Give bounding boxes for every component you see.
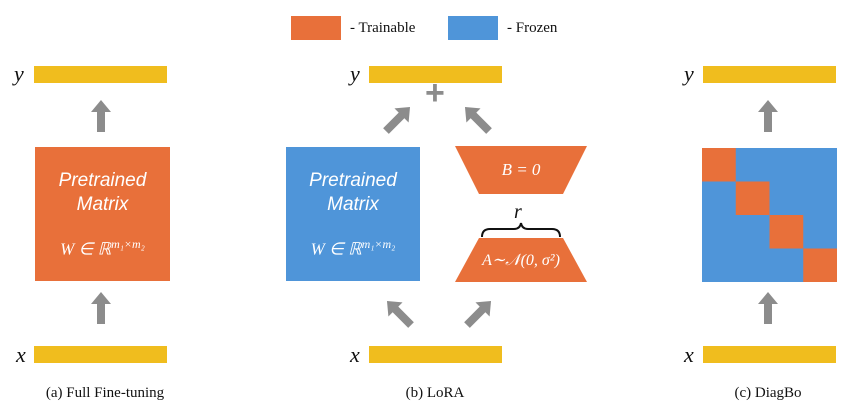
matrix-formula-b: W ∈ ℝm₁×m₂ [310,236,396,259]
diag-arrow-b-right [464,106,492,134]
matrix-formula-a: W ∈ ℝm₁×m₂ [60,236,145,259]
matrix-b-label: B = 0 [501,160,541,179]
diag-arrow-b-left [383,106,411,134]
diag-arrow-b-bottom-right [464,300,492,328]
input-var-a: x [16,342,26,367]
caption-b: (b) LoRA [405,385,465,401]
matrix-title-b-line1: Pretrained [309,169,397,191]
diag-block-2 [735,181,770,215]
matrix-a-trapezoid [455,238,587,282]
plus-sign: + [425,74,445,112]
output-var-c: y [684,61,694,86]
input-bar-b [369,346,502,363]
matrix-b-trapezoid [455,146,587,194]
diag-arrow-b-bottom-left [386,300,414,328]
pretrained-matrix-b: Pretrained Matrix W ∈ ℝm₁×m₂ [286,147,420,281]
input-bar-c [703,346,836,363]
caption-c: (c) DiagBo [734,385,802,401]
output-var-a: y [14,61,24,86]
output-bar-c [703,66,836,83]
matrix-title-b-line2: Matrix [327,193,379,215]
diag-block-4 [803,248,837,282]
diag-block-3 [769,215,804,249]
up-arrow-c-top [758,100,778,132]
up-arrow-c-bottom [758,292,778,324]
matrix-a-label: A∼𝒩(0, σ²) [482,252,560,269]
rank-brace [481,222,561,238]
output-bar-a [34,66,167,83]
output-bar-b [369,66,502,83]
pretrained-matrix-a: Pretrained Matrix W ∈ ℝm₁×m₂ [35,147,170,281]
legend-frozen-swatch [448,16,498,40]
legend-trainable-label: - Trainable [350,20,416,36]
legend-frozen-label: - Frozen [507,20,558,36]
input-bar-a [34,346,167,363]
up-arrow-a-top [91,100,111,132]
input-var-b: x [350,342,360,367]
diag-block-matrix [702,148,837,282]
legend-trainable-swatch [291,16,341,40]
matrix-title-a-line2: Matrix [76,193,129,215]
matrix-title-a-line1: Pretrained [58,169,147,191]
caption-a: (a) Full Fine-tuning [45,385,165,401]
output-var-b: y [350,61,360,86]
up-arrow-a-bottom [91,292,111,324]
input-var-c: x [684,342,694,367]
diag-block-1 [702,148,736,182]
rank-label: r [514,201,522,223]
